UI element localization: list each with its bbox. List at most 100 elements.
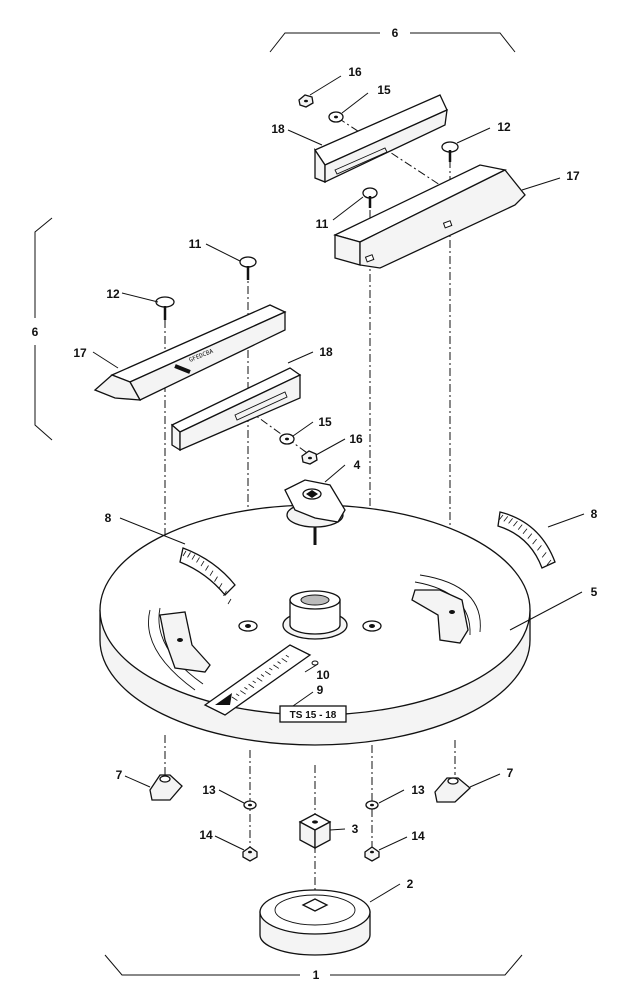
scale-tick [240,690,246,695]
scale-tick [200,560,205,567]
scale-tick [209,570,214,576]
label-17-left: 17 [73,346,87,360]
leader-lines [92,75,585,903]
lock-knob [284,479,346,545]
nut-16-top [298,94,314,108]
scale-tick [508,518,513,524]
nut-14-left [242,846,258,862]
bolt-11-top [362,187,378,208]
scale-tick [537,545,542,551]
square-nut [298,813,332,850]
label-18-top: 18 [271,122,285,136]
label-4: 4 [354,458,361,472]
scale-tick [541,552,547,558]
scale-tick [277,661,281,664]
scale-tick [218,583,223,589]
washer-13-left [243,800,257,810]
disc-bolt-hole-right [362,620,382,632]
type-plate: TS 15 - 18 [279,705,347,723]
disc-bolt-hole-left [238,620,258,632]
scale-tick [252,680,256,684]
type-plate-text: TS 15 - 18 [290,710,337,721]
nut-16-left [301,450,318,465]
fence-angle-top [333,164,526,269]
bolt-11-left [239,256,257,280]
scale-tick [281,658,288,663]
slotted-bar-top [314,94,448,184]
scale-tick [187,552,191,558]
label-16-left: 16 [349,432,363,446]
label-14-right: 14 [411,829,425,843]
label-2: 2 [407,877,414,891]
disc-small-hole [311,660,319,666]
scale-tick [273,664,280,669]
label-1: 1 [313,968,320,982]
scale-tick [546,559,552,566]
slotted-bar-left [170,367,302,452]
disc-slot-right [411,574,481,644]
foot-left [149,774,183,801]
arc-scale-right [497,511,556,569]
callout-labels: 6 6 1 16 15 18 12 17 11 11 12 17 18 15 1… [32,26,598,982]
scale-tick [182,550,187,557]
label-7-right: 7 [507,766,514,780]
foot-right [434,777,471,803]
label-10: 10 [316,668,330,682]
label-11-top: 11 [316,217,329,231]
scale-tick [223,590,227,596]
label-13-left: 13 [202,783,216,797]
scale-tick [527,533,533,539]
washer-15-top [328,111,344,123]
scale-tick [205,565,209,571]
washer-13-right [365,800,379,810]
label-16-top: 16 [348,65,362,79]
knob-base [259,889,371,956]
bolt-12-top [441,141,459,162]
scale-tick [191,554,196,560]
label-12-top: 12 [497,120,511,134]
label-17-top: 17 [566,169,580,183]
label-8-right: 8 [591,507,598,521]
scale-tick [235,693,240,697]
arc-scale-left [179,547,236,605]
scale-tick [196,557,200,563]
scale-tick [498,514,504,521]
label-6-top: 6 [392,26,399,40]
fence-angle-left: GFEDCBA [93,304,287,401]
scale-tick [214,576,218,582]
label-9: 9 [317,683,324,697]
scale-tick [269,667,273,671]
label-6-left: 6 [32,325,39,339]
scale-tick [260,674,265,677]
scale-tick [231,696,238,701]
washer-15-left [279,433,295,445]
group-bracket-top [269,32,516,53]
nut-14-right [364,846,380,862]
group-bracket-left [34,217,53,441]
angle-scale-plate [203,644,312,716]
label-18-left: 18 [319,345,333,359]
scale-tick [248,683,255,689]
center-hub [282,590,348,640]
label-15-top: 15 [377,83,391,97]
scale-tick [264,670,271,676]
label-11-left: 11 [189,237,202,251]
label-14-left: 14 [199,828,213,842]
label-15-left: 15 [318,415,332,429]
scale-tick [513,520,518,527]
scale-tick [244,687,248,690]
label-8-left: 8 [105,511,112,525]
scale-tick [517,524,523,530]
scale-tick [256,677,263,682]
scale-tick [285,654,290,658]
group-bracket-bottom [104,954,523,976]
label-13-right: 13 [411,783,425,797]
label-7-left: 7 [116,768,123,782]
scale-tick [503,516,509,522]
scale-tick [532,538,537,545]
label-12-left: 12 [106,287,120,301]
label-3: 3 [352,822,359,836]
disc-slot-left [148,607,211,691]
bolt-12-left [155,296,175,320]
